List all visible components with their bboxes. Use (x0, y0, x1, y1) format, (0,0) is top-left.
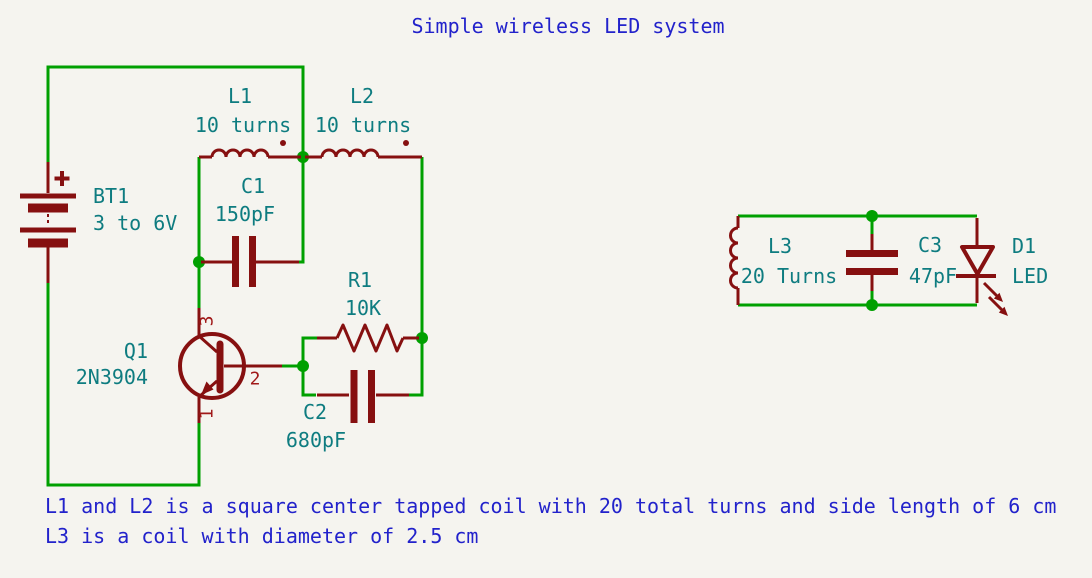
inductor-l2-symbol (305, 140, 422, 159)
q1-value: 2N3904 (76, 365, 148, 389)
resistor-r1-symbol (317, 323, 419, 353)
inductor-l3-symbol (729, 216, 740, 305)
c3-ref: C3 (918, 233, 942, 257)
d1-value: LED (1012, 264, 1048, 288)
c2-ref: C2 (303, 400, 327, 424)
l2-polarity-dot (403, 140, 409, 146)
emitter-arrow-icon (201, 381, 214, 395)
q1-ref: Q1 (124, 339, 148, 363)
c3-value: 47pF (909, 264, 957, 288)
battery-plus-icon (54, 171, 70, 186)
junction-c3-top (866, 210, 878, 222)
schematic-title: Simple wireless LED system (411, 14, 724, 38)
note-line-2: L3 is a coil with diameter of 2.5 cm (45, 524, 478, 548)
q1-pin-base: 2 (250, 369, 261, 390)
wire-right-vertical (409, 157, 424, 397)
l1-polarity-dot (280, 140, 286, 146)
led-d1-symbol (956, 218, 1008, 316)
capacitor-c1-symbol (201, 236, 299, 287)
junction-r1-right (416, 332, 428, 344)
c2-value: 680pF (286, 428, 346, 452)
note-line-1: L1 and L2 is a square center tapped coil… (45, 494, 1056, 518)
junction-dots (193, 151, 878, 372)
d1-ref: D1 (1012, 234, 1036, 258)
transistor-q1-symbol (178, 308, 282, 423)
l1-value: 10 turns (195, 113, 291, 137)
l2-value: 10 turns (315, 113, 411, 137)
wires (46, 65, 977, 487)
junction-center-tap (297, 151, 309, 163)
inductor-l1-symbol (199, 140, 301, 159)
r1-value: 10K (345, 296, 381, 320)
battery-symbol (20, 162, 76, 283)
c1-ref: C1 (241, 174, 265, 198)
bt1-value: 3 to 6V (93, 211, 177, 235)
junction-c3-bottom (866, 299, 878, 311)
junction-base (297, 360, 309, 372)
bt1-ref: BT1 (93, 184, 129, 208)
wire-top-rail (46, 65, 305, 264)
c1-value: 150pF (215, 202, 275, 226)
capacitor-c2-symbol (317, 370, 409, 423)
capacitor-c3-symbol (846, 234, 898, 291)
q1-pin-collector: 3 (197, 316, 218, 327)
l2-ref: L2 (350, 84, 374, 108)
r1-ref: R1 (348, 268, 372, 292)
l3-value: 20 Turns (741, 264, 837, 288)
junction-c1-left (193, 256, 205, 268)
l1-ref: L1 (228, 84, 252, 108)
wire-bottom-rail (46, 283, 201, 487)
q1-pin-emitter: 1 (197, 409, 218, 420)
led-emission-arrows-icon (982, 281, 1008, 316)
l3-ref: L3 (768, 234, 792, 258)
